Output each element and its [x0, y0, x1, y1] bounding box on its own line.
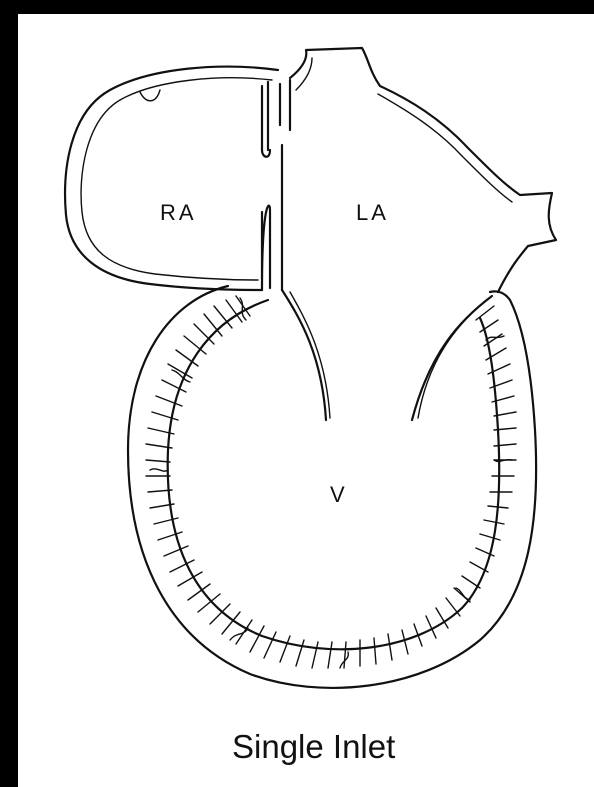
- right-atrium-outline: [65, 67, 278, 290]
- figure-caption: Single Inlet: [232, 728, 395, 765]
- atrial-septum: [262, 80, 290, 290]
- left-atrium-outline: [290, 48, 556, 292]
- left-atrium-label: LA: [356, 200, 389, 225]
- av-valve-leaflets: [282, 290, 492, 420]
- ventricle-label: V: [330, 482, 348, 507]
- right-atrium-label: RA: [160, 200, 197, 225]
